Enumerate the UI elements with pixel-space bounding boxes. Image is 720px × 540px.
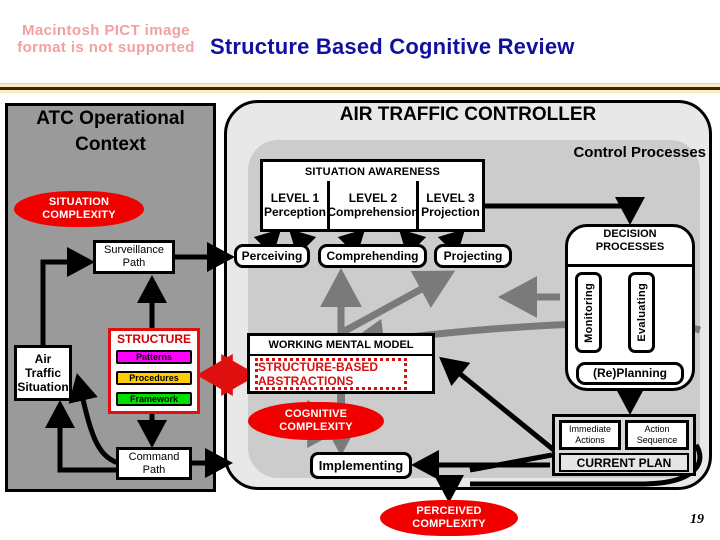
atc-operational-context-title: ATC Operational Context — [36, 108, 185, 155]
sa-level-3-number: LEVEL 3 — [426, 191, 475, 205]
decision-replanning: (Re)Planning — [576, 362, 684, 385]
current-plan-label: CURRENT PLAN — [559, 453, 689, 472]
process-perceiving: Perceiving — [234, 244, 310, 268]
page-number: 19 — [690, 512, 704, 527]
air-traffic-controller-title: AIR TRAFFIC CONTROLLER — [339, 104, 597, 125]
perceived-complexity-blob: PERCEIVED COMPLEXITY — [380, 500, 518, 536]
sa-level-1-number: LEVEL 1 — [270, 191, 320, 205]
structure-item-framework: Framework — [116, 392, 192, 406]
structure-title: STRUCTURE — [117, 332, 191, 346]
decision-monitoring-label: Monitoring — [582, 282, 595, 343]
atc-operational-context-panel — [5, 103, 216, 492]
decision-evaluating-label: Evaluating — [635, 283, 648, 342]
sa-level-3-name: Projection — [421, 205, 480, 219]
sa-level-1: LEVEL 1 Perception — [263, 181, 327, 229]
decision-processes-title: DECISION PROCESSES — [595, 228, 665, 253]
decision-monitoring: Monitoring — [575, 272, 602, 353]
working-mental-model-box — [247, 333, 435, 394]
sa-level-1-name: Perception — [263, 205, 326, 219]
decision-evaluating: Evaluating — [628, 272, 655, 353]
process-projecting: Projecting — [434, 244, 512, 268]
situation-awareness-title: SITUATION AWARENESS — [304, 165, 441, 178]
working-mental-model-title: WORKING MENTAL MODEL — [268, 339, 414, 351]
process-comprehending: Comprehending — [318, 244, 427, 268]
control-processes-label: Control Processes — [573, 144, 706, 161]
pict-unsupported-notice: Macintosh PICT image format is not suppo… — [17, 22, 195, 56]
working-mental-model-divider — [250, 354, 432, 356]
current-plan-immediate-actions: Immediate Actions — [559, 420, 621, 450]
situation-complexity-blob: SITUATION COMPLEXITY — [14, 191, 144, 227]
sa-level-3: LEVEL 3 Projection — [416, 181, 482, 229]
air-traffic-situation-box: Air Traffic Situation — [14, 345, 72, 401]
sa-level-2-number: LEVEL 2 — [348, 191, 398, 205]
cognitive-complexity-blob: COGNITIVE COMPLEXITY — [248, 402, 384, 440]
process-implementing: Implementing — [310, 452, 412, 479]
structure-based-abstractions: STRUCTURE-BASED ABSTRACTIONS — [255, 358, 407, 390]
sa-level-2-name: Comprehension — [327, 205, 419, 219]
structure-item-procedures: Procedures — [116, 371, 192, 385]
header-rule-highlight — [0, 83, 720, 84]
decision-processes-divider — [568, 264, 692, 267]
page-title: Structure Based Cognitive Review — [210, 34, 575, 59]
command-path-box: Command Path — [116, 447, 192, 480]
current-plan-action-sequence: Action Sequence — [625, 420, 689, 450]
structure-item-patterns: Patterns — [116, 350, 192, 364]
header-rule-dark — [0, 87, 720, 90]
surveillance-path-box: Surveillance Path — [93, 240, 175, 274]
sa-level-2: LEVEL 2 Comprehension — [327, 181, 419, 229]
